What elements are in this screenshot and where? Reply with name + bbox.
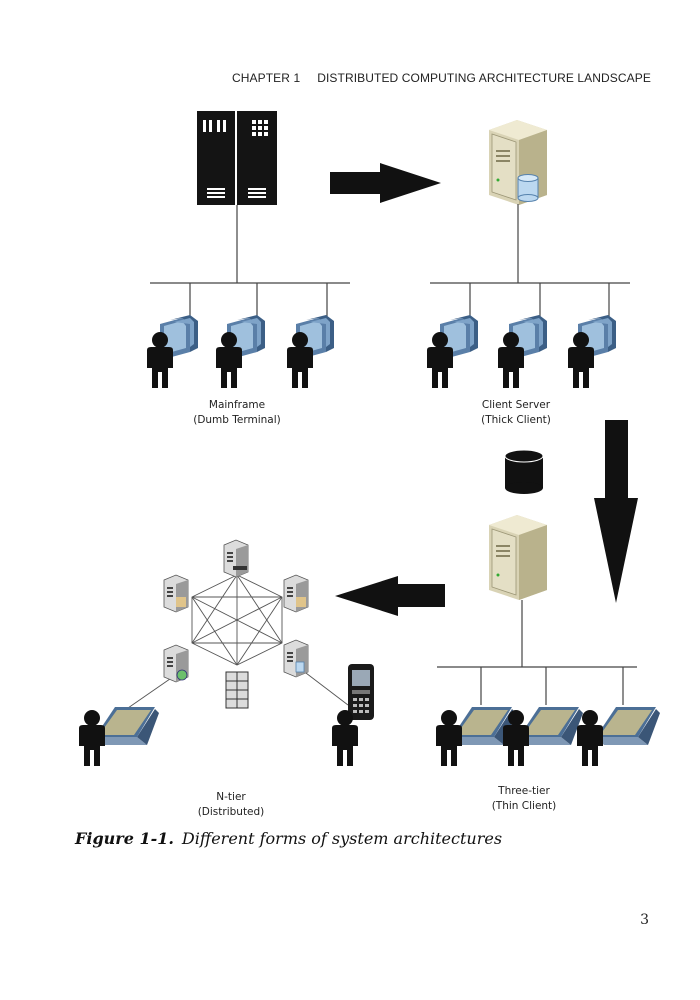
figure-caption-label: Figure 1-1. <box>75 829 174 848</box>
three-tier-subtitle: (Thin Client) <box>491 800 557 812</box>
mainframe-terminals <box>147 315 334 388</box>
figure-caption-text: Different forms of system architectures <box>181 829 503 848</box>
mainframe-label: Mainframe (Dumb Terminal) <box>177 398 297 428</box>
mainframe-title: Mainframe <box>208 399 266 411</box>
mainframe-subtitle: (Dumb Terminal) <box>193 414 281 426</box>
mainframe-computer-icon <box>197 111 277 205</box>
n-tier-subtitle: (Distributed) <box>197 806 265 818</box>
database-icon <box>517 174 539 202</box>
three-tier-title: Three-tier <box>498 785 550 797</box>
client-server-clients <box>427 315 616 388</box>
three-tier-label: Three-tier (Thin Client) <box>464 784 584 814</box>
n-tier-laptop-user <box>79 707 159 766</box>
client-server-label: Client Server (Thick Client) <box>456 398 576 428</box>
mobile-phone-icon <box>348 664 374 720</box>
client-server-subtitle: (Thick Client) <box>481 414 551 426</box>
figure-caption: Figure 1-1. Different forms of system arc… <box>75 829 502 848</box>
client-server-network-lines <box>430 204 630 320</box>
n-tier-nodes <box>163 539 309 709</box>
chapter-label: CHAPTER 1 <box>231 71 301 85</box>
mainframe-network-lines <box>150 205 350 320</box>
arrow-right-icon <box>330 163 441 203</box>
page-number: 3 <box>640 912 649 928</box>
client-server-title: Client Server <box>481 399 551 411</box>
client-server-icon <box>488 119 548 206</box>
three-tier-database-icon <box>504 449 544 494</box>
n-tier-mesh <box>127 574 349 709</box>
server-rack-icon <box>225 671 249 709</box>
arrow-down-icon <box>594 420 638 603</box>
n-tier-title: N-tier <box>216 791 246 803</box>
chapter-title: DISTRIBUTED COMPUTING ARCHITECTURE LANDS… <box>317 71 651 85</box>
arrow-left-icon <box>335 576 445 616</box>
three-tier-network-lines <box>437 600 637 705</box>
n-tier-mobile-user <box>332 664 374 766</box>
three-tier-server-icon <box>488 514 548 601</box>
three-tier-clients <box>436 707 660 766</box>
n-tier-label: N-tier (Distributed) <box>171 790 291 820</box>
running-header: CHAPTER 1 DISTRIBUTED COMPUTING ARCHITECT… <box>0 71 651 85</box>
